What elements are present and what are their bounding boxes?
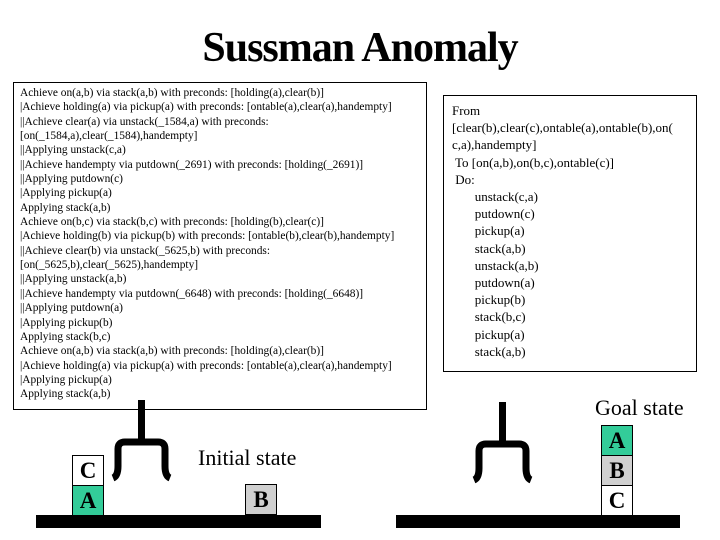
trace-line: Applying stack(a,b) — [20, 201, 111, 214]
plan-line: Do: — [452, 171, 475, 187]
planner-trace-box: Achieve on(a,b) via stack(a,b) with prec… — [13, 82, 427, 410]
plan-line: stack(a,b) — [452, 343, 526, 359]
trace-line: |Applying pickup(a) — [20, 373, 112, 386]
trace-line: Achieve on(b,c) via stack(b,c) with prec… — [20, 216, 324, 229]
table-surface — [36, 515, 321, 528]
trace-line: |Applying pickup(a) — [20, 187, 112, 200]
trace-line: |Achieve holding(a) via pickup(a) with p… — [20, 101, 392, 114]
block-b: B — [601, 455, 633, 486]
plan-line: pickup(a) — [452, 223, 525, 239]
trace-line: [on(_1584,a),clear(_1584),handempty] — [20, 130, 198, 143]
block-b: B — [245, 484, 277, 515]
plan-line: putdown(c) — [452, 206, 535, 222]
block-a: A — [72, 485, 104, 516]
gripper-icon — [472, 402, 533, 484]
plan-line: putdown(a) — [452, 275, 535, 291]
plan-line: pickup(a) — [452, 326, 525, 342]
slide-title: Sussman Anomaly — [202, 25, 518, 71]
trace-line: ||Applying putdown(a) — [20, 302, 123, 315]
trace-line: |Achieve holding(a) via pickup(a) with p… — [20, 359, 392, 372]
trace-line: Applying stack(a,b) — [20, 388, 111, 401]
plan-summary-box: From [clear(b),clear(c),ontable(a),ontabl… — [443, 95, 697, 372]
block-a: A — [601, 425, 633, 456]
trace-line: ||Applying unstack(a,b) — [20, 273, 127, 286]
plan-line: [clear(b),clear(c),ontable(a),ontable(b)… — [452, 120, 673, 136]
plan-line: From — [452, 103, 481, 118]
plan-line: unstack(a,b) — [452, 257, 539, 273]
trace-line: Applying stack(b,c) — [20, 330, 111, 343]
trace-line: ||Achieve clear(a) via unstack(_1584,a) … — [20, 115, 269, 128]
plan-line: pickup(b) — [452, 292, 526, 308]
block-c: C — [601, 485, 633, 516]
trace-line: ||Applying putdown(c) — [20, 173, 123, 186]
initial-state-label: Initial state — [198, 445, 297, 470]
plan-line: To [on(a,b),on(b,c),ontable(c)] — [452, 154, 615, 170]
goal-state-label: Goal state — [595, 395, 684, 420]
plan-line: stack(a,b) — [452, 240, 526, 256]
trace-line: ||Applying unstack(c,a) — [20, 144, 126, 157]
trace-line: ||Achieve handempty via putdown(_2691) w… — [20, 158, 364, 171]
plan-line: unstack(c,a) — [452, 189, 538, 205]
trace-line: ||Achieve handempty via putdown(_6648) w… — [20, 287, 364, 300]
trace-line: Achieve on(a,b) via stack(a,b) with prec… — [20, 345, 324, 358]
block-c: C — [72, 455, 104, 486]
table-surface — [396, 515, 680, 528]
trace-line: Achieve on(a,b) via stack(a,b) with prec… — [20, 87, 324, 99]
trace-line: |Applying pickup(b) — [20, 316, 113, 329]
trace-line: [on(_5625,b),clear(_5625),handempty] — [20, 259, 199, 272]
trace-line: |Achieve holding(b) via pickup(b) with p… — [20, 230, 395, 243]
plan-line: stack(b,c) — [452, 309, 526, 325]
plan-line: c,a),handempty] — [452, 137, 537, 153]
trace-line: ||Achieve clear(b) via unstack(_5625,b) … — [20, 244, 271, 257]
gripper-icon — [111, 400, 172, 482]
